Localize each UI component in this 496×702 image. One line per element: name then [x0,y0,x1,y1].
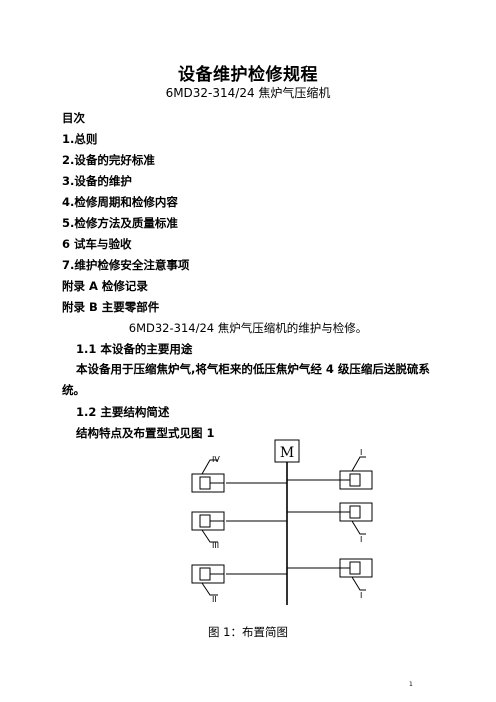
section-heading-1-1: 1.1 本设备的主要用途 [76,342,193,356]
section-title: 6MD32-314/24 焦炉气压缩机的维护与检修。 [128,321,368,335]
cylinder-iii: III [191,511,287,550]
toc-item: 5.检修方法及质量标准 [62,216,178,230]
stage-label: II [212,595,217,604]
cylinder-iv: IV [191,455,287,493]
stage-label: I [360,448,362,457]
cylinder-i-bottom: I [287,558,373,600]
page-number: 1 [409,681,413,688]
stage-label: III [212,541,219,550]
toc-item: 7.维护检修安全注意事项 [62,258,190,272]
stage-label: I [360,591,362,600]
toc-item: 2.设备的完好标准 [62,153,155,167]
section-body-1-2: 结构特点及布置型式见图 1 [76,426,215,440]
toc-item: 6 试车与验收 [62,237,132,251]
section-heading-1-2: 1.2 主要结构简述 [76,405,170,419]
toc-item: 附录 B 主要零部件 [62,300,160,314]
figure-caption: 图 1：布置简图 [208,625,288,639]
section-body-1-1: 本设备用于压缩焦炉气,将气柜来的低压焦炉气经 4 级压缩后送脱硫系统。 [62,359,436,401]
stage-label: I [360,535,362,544]
cylinder-ii: II [191,564,287,604]
toc-item: 1.总则 [62,132,98,146]
cylinder-i-middle: I [287,502,373,544]
toc-item: 3.设备的维护 [62,174,132,188]
cylinder-i-top: I [287,448,373,490]
motor-label: M [280,445,294,461]
section-body-1-1-text: 本设备用于压缩焦炉气,将气柜来的低压焦炉气经 4 级压缩后送脱硫系统。 [62,362,430,397]
document-subtitle: 6MD32-314/24 焦炉气压缩机 [165,86,331,100]
toc-item: 附录 A 检修记录 [62,279,148,293]
layout-diagram: M IV III II [191,439,373,605]
toc-heading: 目次 [62,111,85,125]
toc-item: 4.检修周期和检修内容 [62,195,178,209]
stage-label: IV [212,455,220,464]
document-title: 设备维护检修规程 [178,65,318,85]
